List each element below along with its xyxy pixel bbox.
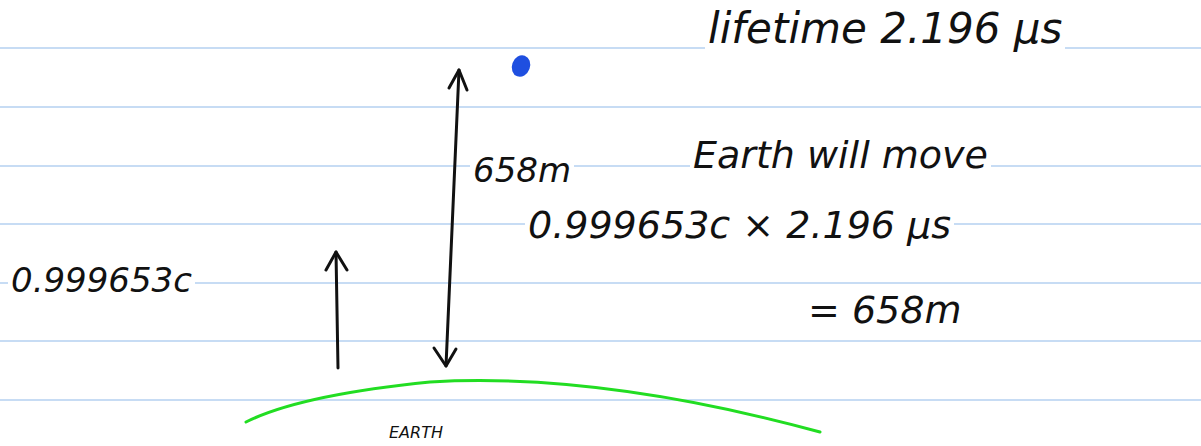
ruled-lines	[0, 48, 1201, 400]
earth-label: EARTH	[386, 424, 446, 442]
arrow-head	[449, 70, 467, 90]
ruled-line	[0, 340, 1201, 342]
velocity-arrow	[326, 252, 347, 368]
ruled-line	[0, 399, 1201, 401]
note-text: Earth will move	[690, 135, 991, 177]
result-text: = 658m	[805, 290, 964, 332]
ruled-line	[0, 165, 1201, 167]
equation-text: 0.999653c × 2.196 μs	[525, 205, 954, 247]
speed-label: 0.999653c	[8, 262, 195, 299]
arrow-shaft	[446, 70, 459, 366]
arrow-shaft	[336, 252, 338, 368]
arrow-head	[326, 252, 347, 270]
distance-label: 658m	[470, 152, 574, 189]
arrow-head	[434, 348, 456, 366]
lifetime-note: lifetime 2.196 μs	[705, 6, 1065, 52]
earth-surface	[246, 381, 820, 432]
muon-dot	[509, 53, 533, 80]
ruled-line	[0, 106, 1201, 108]
distance-arrow	[434, 70, 467, 366]
